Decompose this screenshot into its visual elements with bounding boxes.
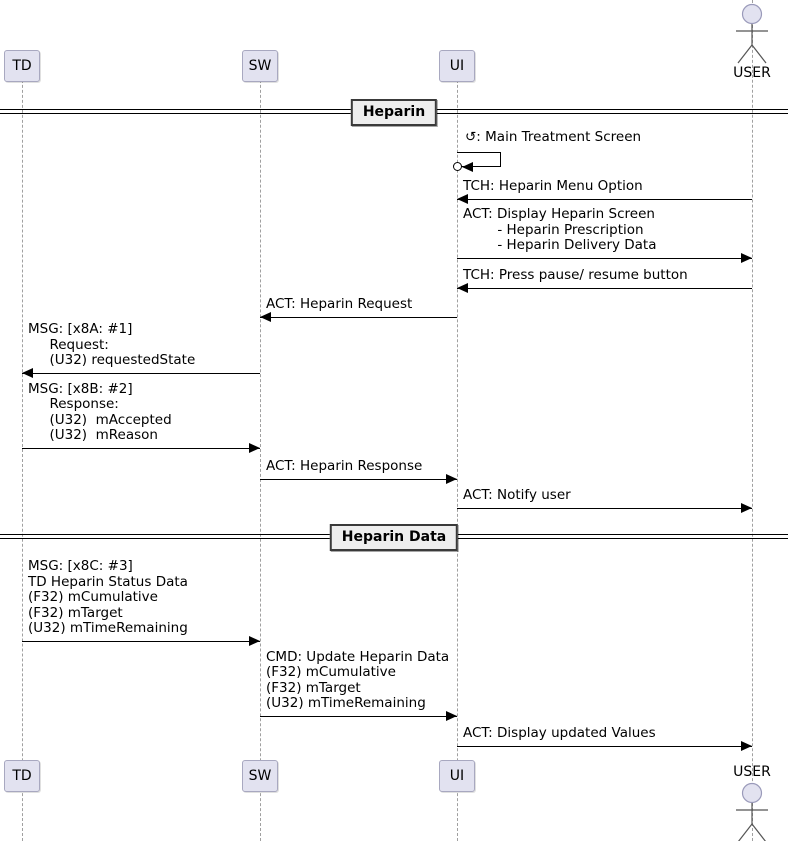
lifeline-sw — [260, 50, 261, 841]
message-label-m10: MSG: [x8C: #3] TD Heparin Status Data (F… — [28, 558, 188, 637]
divider-label-1: Heparin Data — [329, 524, 459, 551]
actor-user[interactable] — [722, 782, 782, 841]
arrow-head-icon — [457, 283, 468, 293]
arrow-head-icon — [457, 194, 468, 204]
lifeline-user — [752, 0, 753, 841]
participant-label: UI — [449, 768, 465, 784]
message-label-m11: CMD: Update Heparin Data (F32) mCumulati… — [266, 648, 450, 712]
arrow-head-icon — [249, 636, 260, 646]
message-line-m8 — [260, 479, 457, 480]
arrow-head-icon — [462, 162, 473, 172]
participant-td[interactable]: TD — [4, 50, 40, 82]
actor-user[interactable] — [722, 3, 782, 65]
participant-label: UI — [449, 58, 465, 74]
self-message-m1 — [457, 152, 501, 167]
participant-label: TD — [12, 58, 32, 74]
arrow-head-icon — [446, 711, 457, 721]
actor-label-user: USER — [733, 65, 771, 81]
message-label-m5: ACT: Heparin Request — [266, 296, 413, 313]
message-line-m9 — [457, 508, 752, 509]
message-label-m6: MSG: [x8A: #1] Request: (U32) requestedS… — [28, 321, 196, 369]
participant-label: TD — [12, 768, 32, 784]
divider-label-0: Heparin — [350, 99, 438, 126]
message-label-m1: ↺: Main Treatment Screen — [465, 129, 642, 145]
message-label-m2: TCH: Heparin Menu Option — [463, 178, 643, 195]
actor-label-user: USER — [733, 764, 771, 780]
self-message-endpoint-icon — [452, 162, 462, 171]
lifeline-td — [22, 50, 23, 841]
arrow-head-icon — [22, 368, 33, 378]
participant-label: SW — [248, 58, 272, 74]
message-line-m7 — [22, 448, 260, 449]
message-label-m7: MSG: [x8B: #2] Response: (U32) mAccepted… — [28, 380, 172, 444]
message-label-m8: ACT: Heparin Response — [266, 458, 423, 475]
message-label-m12: ACT: Display updated Values — [463, 725, 656, 742]
message-line-m12 — [457, 746, 752, 747]
participant-td[interactable]: TD — [4, 760, 40, 792]
participant-label: SW — [248, 768, 272, 784]
message-label-m9: ACT: Notify user — [463, 487, 571, 504]
participant-sw[interactable]: SW — [242, 760, 278, 792]
message-label-m3: ACT: Display Heparin Screen - Heparin Pr… — [463, 206, 657, 254]
message-label-m4: TCH: Press pause/ resume button — [463, 267, 688, 284]
message-line-m6 — [22, 373, 260, 374]
arrow-head-icon — [741, 741, 752, 751]
arrow-head-icon — [260, 312, 271, 322]
arrow-head-icon — [741, 503, 752, 513]
arrow-head-icon — [446, 474, 457, 484]
message-line-m4 — [457, 288, 752, 289]
lifeline-ui — [457, 50, 458, 841]
participant-sw[interactable]: SW — [242, 50, 278, 82]
message-line-m3 — [457, 258, 752, 259]
participant-ui[interactable]: UI — [439, 50, 475, 82]
message-line-m2 — [457, 199, 752, 200]
arrow-head-icon — [741, 253, 752, 263]
participant-ui[interactable]: UI — [439, 760, 475, 792]
message-line-m5 — [260, 317, 457, 318]
message-line-m10 — [22, 641, 260, 642]
message-line-m11 — [260, 716, 457, 717]
arrow-head-icon — [249, 443, 260, 453]
